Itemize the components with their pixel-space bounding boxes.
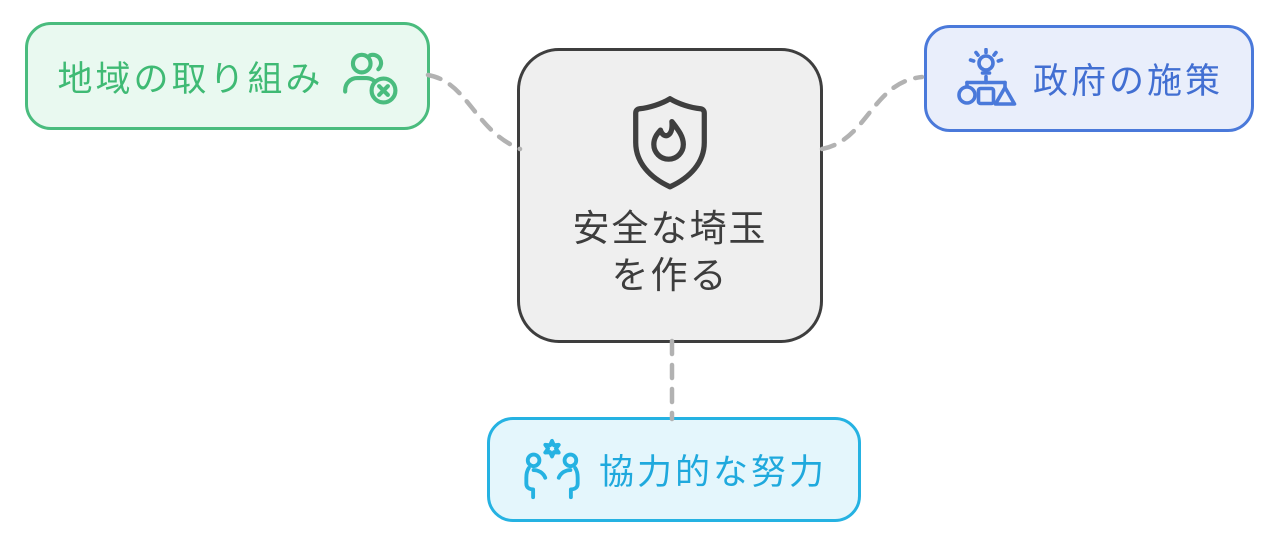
node-government-label: 政府の施策: [1032, 62, 1223, 101]
node-cooperation-label: 協力的な努力: [598, 453, 827, 492]
idea-org-chart-icon: [957, 47, 1017, 106]
node-community-label: 地域の取り組み: [57, 59, 324, 99]
central-node-label: 安全な埼玉 を作る: [573, 205, 768, 299]
central-label-line1: 安全な埼玉: [572, 208, 768, 249]
connector-community-central: [425, 72, 523, 152]
central-label-line2: を作る: [611, 255, 729, 296]
users-x-icon: [342, 52, 397, 105]
node-cooperation[interactable]: 協力的な努力: [487, 417, 861, 522]
collaboration-people-star-icon: [524, 438, 580, 499]
node-community[interactable]: 地域の取り組み: [25, 22, 430, 130]
node-government[interactable]: 政府の施策: [924, 25, 1254, 132]
shield-flame-icon: [633, 96, 707, 190]
connector-central-government: [819, 74, 925, 152]
node-central[interactable]: 安全な埼玉 を作る: [517, 48, 823, 343]
